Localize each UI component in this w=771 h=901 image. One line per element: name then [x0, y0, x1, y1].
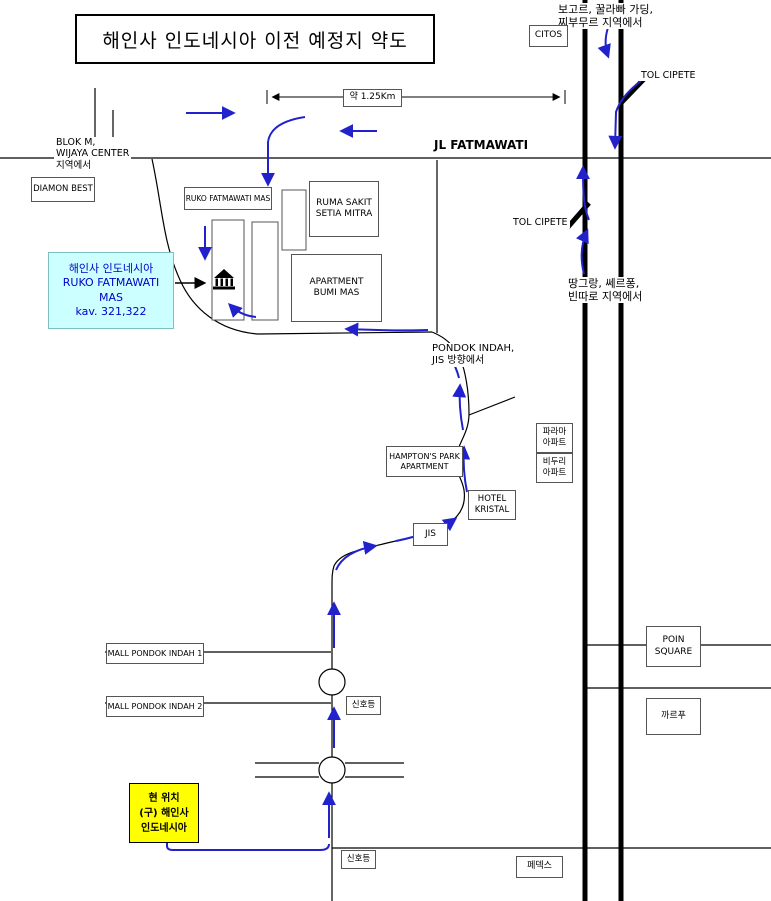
hotel-kristal-box: HOTEL KRISTAL	[468, 490, 516, 520]
route-frontage-up	[576, 165, 591, 221]
destination-building-icon	[213, 269, 235, 290]
origin-bogor-label: 보고르, 꿀라빠 가딩, 찌부무르 지역에서	[556, 3, 692, 30]
route-to-building	[228, 303, 257, 318]
road-pondok-indah-route	[331, 331, 470, 669]
mall-pondok-indah-1-box: MALL PONDOK INDAH 1	[106, 643, 204, 664]
ruko-buildings	[211, 189, 307, 321]
map-title-text: 해인사 인도네시아 이전 예정지 약도	[102, 29, 408, 52]
route-north-2	[452, 383, 467, 431]
mall-pondok-indah-2-box: MALL PONDOK INDAH 2	[106, 696, 204, 717]
route-jis-curve-1	[335, 540, 378, 571]
distance-label-box: 약 1.25Km	[343, 89, 402, 107]
building-column	[230, 278, 233, 286]
parama-apartment-box: 파라마 아파트	[536, 423, 573, 453]
street-roads	[0, 88, 771, 901]
building-column	[225, 278, 228, 286]
origin-blok-m-label: BLOK M, WIJAYA CENTER 지역에서	[54, 137, 132, 172]
building-column	[215, 278, 218, 286]
route-block-bottom-west	[344, 322, 429, 337]
poin-square-box: POIN SQUARE	[646, 626, 701, 667]
origin-tangerang-label: 땅그랑, 쎄르퐁, 빈따로 지역에서	[566, 277, 690, 304]
building-column	[220, 278, 223, 286]
traffic-light-1-box: 신호등	[346, 696, 381, 715]
ruko-row-1	[211, 219, 245, 321]
biduri-apartment-box: 비두리 아파트	[536, 453, 573, 483]
route-turn-into-ruko	[261, 116, 306, 187]
map-title: 해인사 인도네시아 이전 예정지 약도	[75, 14, 435, 64]
road-ruko-block-curve	[151, 158, 433, 335]
route-north-1	[456, 445, 471, 493]
toll-exit-north-ramp	[618, 77, 646, 106]
hamptons-park-box: HAMPTON'S PARK APARTMENT	[386, 446, 463, 477]
citos-box: CITOS	[529, 25, 568, 47]
building-roof	[214, 269, 234, 278]
carrefour-box: 까르푸	[646, 698, 701, 735]
apartment-bumi-mas-box: APARTMENT BUMI MAS	[291, 254, 382, 322]
route-toll-south-2	[608, 80, 642, 150]
jis-box: JIS	[413, 523, 448, 546]
building-base	[213, 286, 235, 290]
traffic-light-2-box: 신호등	[341, 850, 376, 869]
jl-fatmawati-label: JL FATMAWATI	[434, 138, 529, 152]
ruma-sakit-box: RUMA SAKIT SETIA MITRA	[309, 181, 379, 237]
destination-callout-box: 해인사 인도네시아 RUKO FATMAWATI MAS kav. 321,32…	[48, 252, 174, 329]
current-location-box: 현 위치 (구) 해인사 인도네시아	[129, 783, 199, 843]
toll-road	[566, 0, 646, 901]
tol-cipete-north-label: TOL CIPETE	[639, 70, 698, 82]
fedex-box: 페덱스	[516, 856, 563, 878]
roundabout-south	[318, 756, 346, 784]
roundabout-north	[318, 668, 346, 696]
ruko-row-3	[281, 189, 307, 251]
tol-cipete-south-label: TOL CIPETE	[511, 217, 570, 229]
origin-pondok-indah-label: PONDOK INDAH, JIS 방향에서	[430, 343, 517, 367]
diamon-best-box: DIAMON BEST	[31, 177, 95, 202]
route-tangerang-up	[575, 228, 589, 275]
ruko-row-2	[251, 221, 279, 321]
route-from-current-location	[166, 841, 330, 851]
road-side-diagonal	[468, 396, 516, 416]
distance-measure	[266, 90, 566, 104]
ruko-fatmawati-mas-box: RUKO FATMAWATI MAS	[184, 187, 272, 210]
